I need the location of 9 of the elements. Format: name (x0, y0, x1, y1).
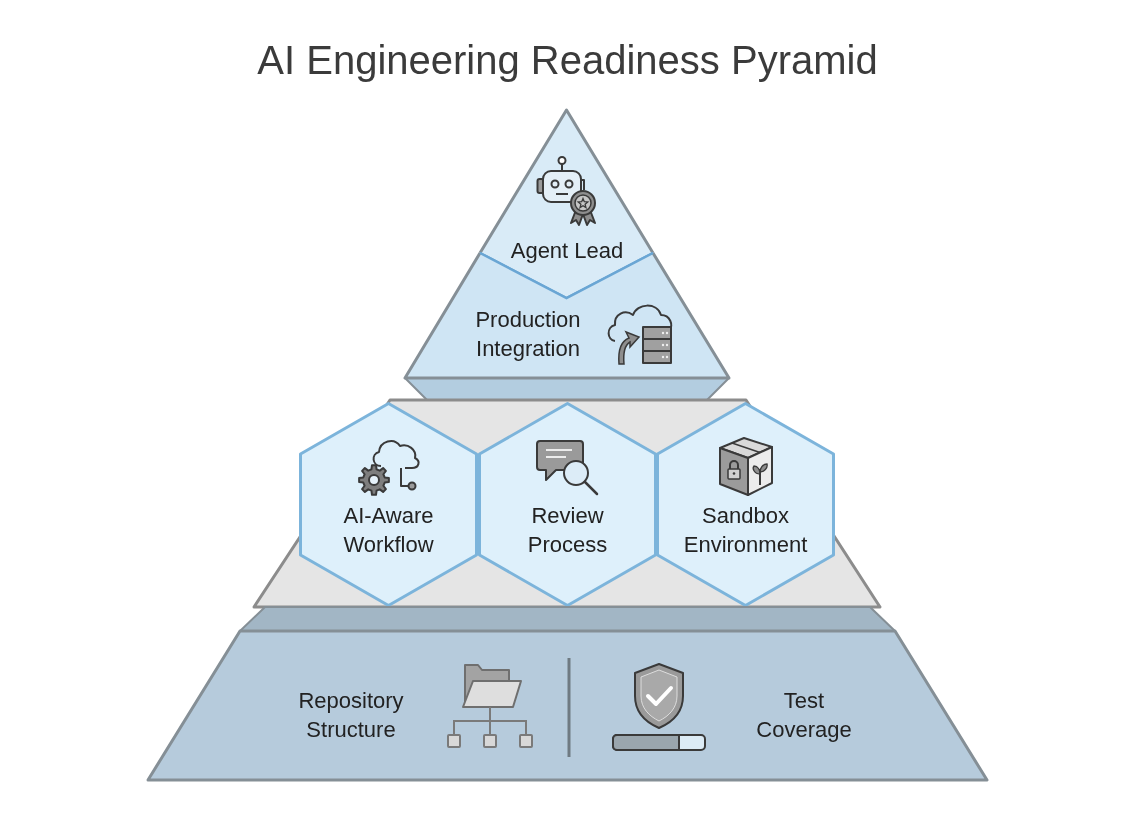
tier-label: AI-Aware Workflow (342, 502, 435, 559)
tier-label: Review Process (527, 502, 608, 559)
pyramid-tier (254, 400, 880, 607)
tier-label: Sandbox Environment (683, 502, 808, 559)
title: AI Engineering Readiness Pyramid (257, 37, 878, 84)
tier-label: Test Coverage (755, 687, 853, 744)
tier-label: Agent Lead (510, 236, 624, 265)
tier-label: Production Integration (474, 306, 582, 363)
tier-label: Repository Structure (297, 687, 405, 744)
